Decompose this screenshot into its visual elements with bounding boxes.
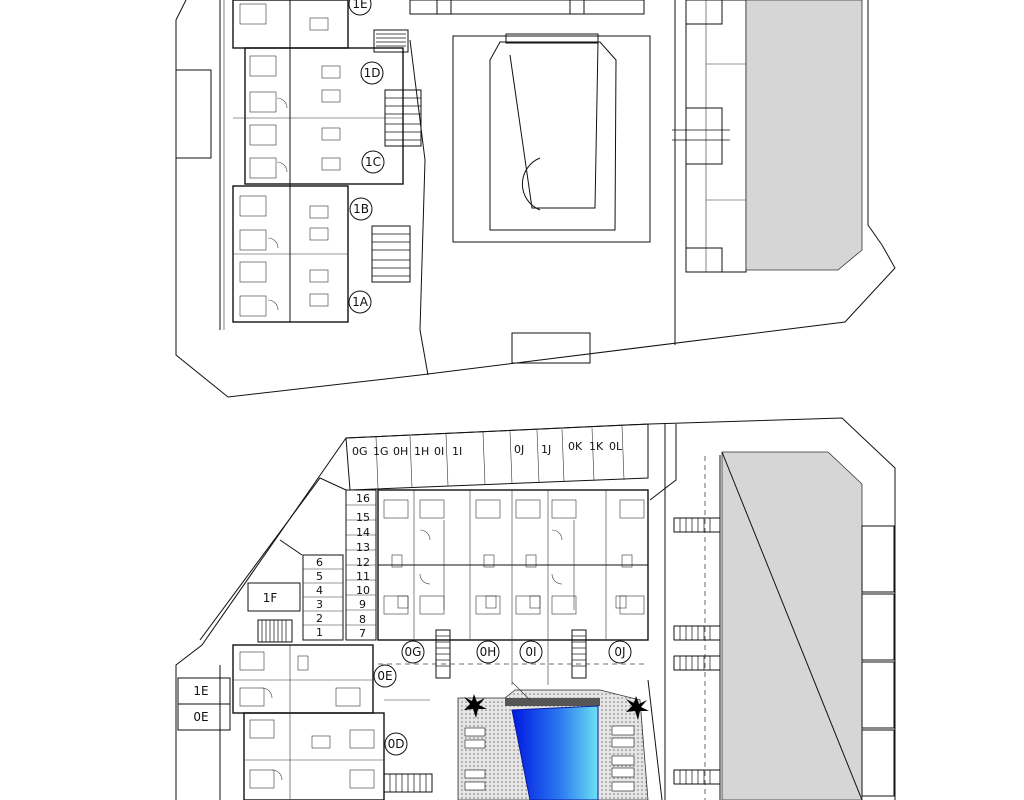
swimming-pool: [511, 705, 599, 800]
storage-9: 9: [359, 598, 366, 611]
parking-label-0I: 0I: [434, 445, 444, 458]
lower-right-side: [649, 424, 895, 800]
parking-label-0G: 0G: [352, 445, 368, 458]
storage-15: 15: [356, 511, 370, 524]
tree-star-icon: [464, 694, 487, 718]
unit-label-1C: 1C: [365, 155, 381, 169]
storage-column-left: 6 5 4 3 2 1: [302, 554, 344, 641]
lower-left-units: [232, 644, 433, 800]
sports-court: [452, 33, 651, 243]
unit-label-0I: 0I: [525, 645, 536, 659]
storage-10: 10: [356, 584, 370, 597]
parking-labels: 0G 1G 0H 1H 0I 1I 0J 1J 0K 1K 0L: [352, 440, 623, 458]
storage-11: 11: [356, 570, 370, 583]
storage-column-right: 16 15 14 13 12 11 10 9 8 7: [345, 489, 377, 641]
storage-2: 2: [316, 612, 323, 625]
pool-area: [457, 681, 649, 800]
storage-4: 4: [316, 584, 323, 597]
storage-12: 12: [356, 556, 370, 569]
tree-star-icon: [626, 696, 649, 720]
storage-13: 13: [356, 541, 370, 554]
storage-3: 3: [316, 598, 323, 611]
parking-label-0H: 0H: [393, 445, 408, 458]
storage-14: 14: [356, 526, 370, 539]
storage-8: 8: [359, 613, 366, 626]
parking-label-0L: 0L: [609, 440, 623, 453]
parking-strip: [345, 423, 649, 491]
lower-units-block: [377, 489, 649, 685]
unit-label-1B: 1B: [353, 202, 369, 216]
parking-area-upper: [745, 0, 863, 271]
storage-1: 1: [316, 626, 323, 639]
parking-label-1G: 1G: [373, 445, 389, 458]
upper-unit-labels: 1E 1D 1C 1B 1A: [348, 0, 385, 314]
lower-floor-plan: 0G 1G 0H 1H 0I 1I 0J 1J 0K 1K 0L 16 15 1: [175, 417, 896, 800]
box-label-1E: 1E: [193, 684, 208, 698]
unit-label-0H: 0H: [480, 645, 497, 659]
storage-16: 16: [356, 492, 370, 505]
upper-stair-left-1: [373, 29, 409, 53]
parking-label-1H: 1H: [414, 445, 429, 458]
unit-label-0J: 0J: [614, 645, 625, 659]
upper-floor-plan: 1E 1D 1C 1B 1A: [175, 0, 896, 398]
box-label-0E: 0E: [193, 710, 208, 724]
parking-label-0K: 0K: [568, 440, 583, 453]
storage-5: 5: [316, 570, 323, 583]
unit-label-0E: 0E: [377, 669, 392, 683]
lower-unit-labels: 0G 0H 0I 0J 0E 0D: [373, 640, 632, 756]
box-label-1F: 1F: [263, 591, 278, 605]
upper-stair-left-3: [371, 225, 411, 283]
upper-stair-left-2: [384, 89, 422, 147]
parking-label-0J: 0J: [514, 443, 524, 456]
unit-label-1D: 1D: [364, 66, 381, 80]
box-1F: [247, 582, 301, 612]
parking-label-1K: 1K: [589, 440, 604, 453]
unit-label-1E: 1E: [352, 0, 367, 11]
storage-6: 6: [316, 556, 323, 569]
unit-label-0D: 0D: [388, 737, 405, 751]
parking-label-1I: 1I: [452, 445, 462, 458]
unit-label-0G: 0G: [405, 645, 422, 659]
parking-label-1J: 1J: [541, 443, 551, 456]
storage-7: 7: [359, 627, 366, 640]
unit-label-1A: 1A: [352, 295, 369, 309]
box-0E: [177, 703, 231, 731]
